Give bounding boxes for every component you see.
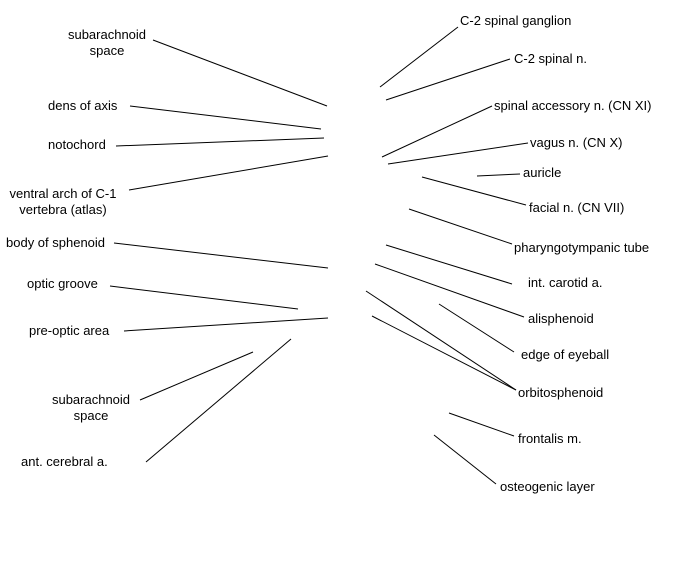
leader-line-vagus-n [387,142,529,165]
leader-line-c2-spinal-ganglion [379,26,459,88]
leader-line-dens-of-axis [129,105,322,130]
leader-line-ventral-arch-c1 [128,155,329,191]
label-optic-groove: optic groove [27,276,98,291]
leader-line-optic-groove [109,285,299,310]
label-ant-cerebral-a: ant. cerebral a. [21,454,108,469]
label-frontalis-m: frontalis m. [518,431,582,446]
leader-line-subarachnoid-space-upper [152,39,328,107]
leader-line-orbitosphenoid-2 [371,315,517,391]
leader-line-subarachnoid-space-lower [139,351,254,401]
label-pharyngotympanic-tube: pharyngotympanic tube [514,240,650,255]
label-alisphenoid: alisphenoid [528,311,594,326]
label-c2-spinal-ganglion: C-2 spinal ganglion [460,13,572,28]
label-vagus-n: vagus n. (CN X) [530,135,623,150]
leader-line-alisphenoid [374,263,525,318]
label-notochord: notochord [48,137,106,152]
label-body-of-sphenoid: body of sphenoid [6,235,106,250]
label-int-carotid-a: int. carotid a. [528,275,603,290]
label-pre-optic-area: pre-optic area [29,323,110,338]
leader-line-osteogenic-layer [433,434,497,485]
leader-line-body-of-sphenoid [113,242,329,269]
label-facial-n: facial n. (CN VII) [529,200,625,215]
leader-line-orbitosphenoid-1 [365,290,517,391]
label-subarachnoid-space-upper: subarachnoid space [67,27,147,58]
leader-line-facial-n [421,176,527,206]
label-c2-spinal-n: C-2 spinal n. [514,51,587,66]
label-ventral-arch-c1: ventral arch of C-1 vertebra (atlas) [9,186,117,217]
leader-line-frontalis-m [448,412,515,437]
leader-line-spinal-accessory-n [381,105,493,158]
leader-line-pre-optic-area [123,317,329,332]
leader-line-int-carotid-a [385,244,513,285]
label-osteogenic-layer: osteogenic layer [500,479,595,494]
leader-line-auricle [476,173,521,177]
label-edge-of-eyeball: edge of eyeball [521,347,610,362]
leader-line-edge-of-eyeball [438,303,515,353]
leader-line-c2-spinal-n [385,58,511,101]
leader-line-notochord [115,137,325,147]
label-orbitosphenoid: orbitosphenoid [518,385,604,400]
label-spinal-accessory-n: spinal accessory n. (CN XI) [494,98,652,113]
label-subarachnoid-space-lower: subarachnoid space [51,392,131,423]
label-dens-of-axis: dens of axis [48,98,118,113]
leader-line-pharyngotympanic-tube [408,208,513,245]
label-auricle: auricle [523,165,562,180]
leader-line-ant-cerebral-a [145,338,292,463]
